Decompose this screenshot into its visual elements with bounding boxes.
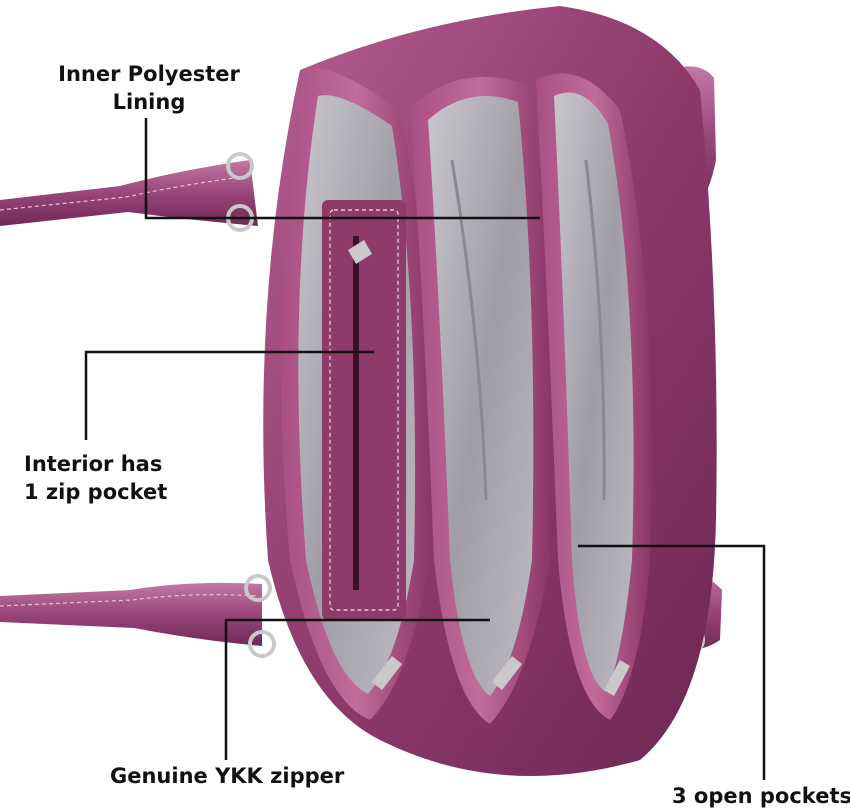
leader-line-open bbox=[578, 544, 766, 780]
callout-lining-line1: Inner Polyester bbox=[58, 62, 240, 86]
zip-pocket-panel bbox=[322, 200, 406, 620]
compartment-open-right bbox=[536, 73, 652, 720]
callout-open-text: 3 open pockets bbox=[672, 784, 850, 808]
callout-ykk-text: Genuine YKK zipper bbox=[110, 764, 345, 788]
callout-ykk-zipper: Genuine YKK zipper bbox=[110, 762, 344, 790]
callout-lining: Inner Polyester Lining bbox=[58, 60, 240, 116]
callout-zip-line1: Interior has bbox=[24, 452, 163, 476]
callout-lining-line2: Lining bbox=[112, 90, 186, 114]
strap-bottom bbox=[0, 574, 276, 658]
callout-open-pockets: 3 open pockets bbox=[672, 782, 850, 810]
ykk-zipper-pull-icon bbox=[492, 656, 522, 690]
leader-line-ykk bbox=[224, 618, 490, 760]
compartment-open-middle bbox=[410, 76, 552, 724]
leader-line-zip bbox=[84, 350, 374, 440]
callout-zip-pocket: Interior has 1 zip pocket bbox=[24, 450, 167, 506]
ykk-zipper-pull-icon bbox=[604, 660, 630, 696]
ykk-zipper-pull-icon bbox=[372, 656, 402, 690]
compartment-zip bbox=[280, 68, 432, 721]
leader-line-lining bbox=[144, 118, 540, 220]
zipper-pull-icon bbox=[348, 240, 372, 264]
callout-zip-line2: 1 zip pocket bbox=[24, 480, 168, 504]
